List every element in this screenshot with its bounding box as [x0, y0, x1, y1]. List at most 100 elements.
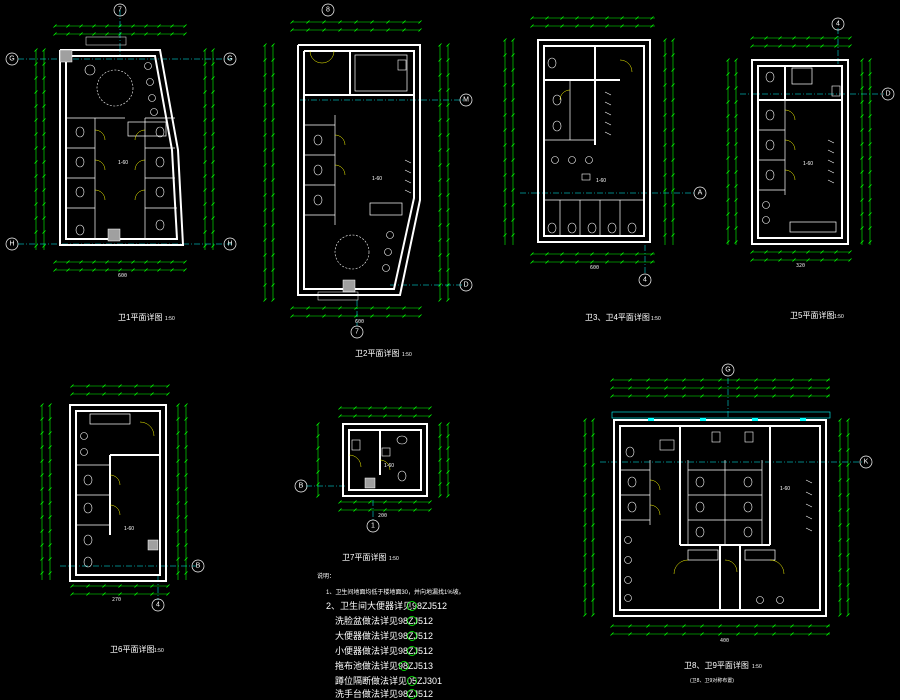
plan-toilet-5[interactable]: 1-60 320 4 D 卫5平面详图 1:50: [726, 17, 895, 320]
dimension-tick: [34, 216, 38, 220]
plan-toilet-7[interactable]: 1-60 200 1 B 卫7平面详图 1:50: [294, 406, 450, 563]
dimension-tick: [398, 406, 402, 410]
dimension-tick: [628, 394, 632, 398]
dimension-tick: [322, 28, 326, 32]
plan7-dimension-ticks: [610, 378, 830, 636]
plan2-room-label: 1-60: [372, 176, 382, 182]
dimension-tick: [42, 174, 46, 178]
dimension-tick: [42, 216, 46, 220]
plan7-top-band: [611, 411, 831, 419]
dimension-tick: [203, 188, 207, 192]
dimension-tick: [664, 632, 668, 636]
dimension-tick: [40, 501, 44, 505]
dimension-tick: [778, 258, 782, 262]
dimension-tick: [316, 470, 320, 474]
plan-toilet-2[interactable]: 1-60 600 8 7 M D 卫2平面详图 1:50: [263, 3, 473, 358]
dimension-tick: [144, 260, 148, 264]
dimension-tick: [860, 86, 864, 90]
dimension-tick: [134, 584, 138, 588]
dimension-tick: [834, 258, 838, 262]
dimension-tick: [446, 253, 450, 257]
plan3-scale: 1:50: [651, 316, 661, 322]
dimension-tick: [868, 198, 872, 202]
dimension-tick: [150, 584, 154, 588]
dimension-tick: [736, 378, 740, 382]
plan6-fixtures: [351, 435, 408, 482]
dimension-tick: [511, 113, 515, 117]
plan-toilet-3-4[interactable]: 1-60 600 4 A 卫3、卫4平面详图 1:50: [503, 16, 707, 323]
dimension-tick: [838, 613, 842, 617]
dimension-tick: [726, 170, 730, 174]
dimension-tick: [42, 104, 46, 108]
dimension-tick: [764, 258, 768, 262]
dimension-tick: [772, 394, 776, 398]
dimension-tick: [34, 90, 38, 94]
dimension-tick: [170, 32, 174, 36]
plan5-walls: [69, 404, 167, 582]
dimension-tick: [42, 188, 46, 192]
dimension-tick: [383, 508, 387, 512]
dimension-tick: [418, 314, 422, 318]
plan2-fixtures: [313, 59, 407, 272]
dimension-tick: [48, 543, 52, 547]
dimension-tick: [271, 178, 275, 182]
dimension-tick: [203, 160, 207, 164]
dimension-tick: [868, 170, 872, 174]
dimension-tick: [413, 508, 417, 512]
dimension-tick: [734, 184, 738, 188]
dimension-tick: [663, 128, 667, 132]
dimension-tick: [40, 543, 44, 547]
dimension-tick: [118, 384, 122, 388]
dimension-tick: [203, 76, 207, 80]
dimension-tick: [446, 482, 450, 486]
dimension-tick: [438, 223, 442, 227]
dimension-tick: [650, 260, 654, 264]
dimension-tick: [370, 20, 374, 24]
dimension-tick: [826, 624, 830, 628]
dimension-tick: [605, 252, 609, 256]
dimension-tick: [671, 53, 675, 57]
dimension-tick: [700, 632, 704, 636]
dimension-tick: [338, 406, 342, 410]
plan4-axis-right-bubble: [881, 87, 895, 101]
dimension-tick: [838, 478, 842, 482]
plan1-title: 卫1平面详图: [118, 312, 162, 322]
dimension-tick: [446, 148, 450, 152]
plan-toilet-8-9[interactable]: 1-60 400 G K 卫8、卫9平面详图 1:50 (卫8、卫9对称布置): [583, 363, 873, 684]
dimension-tick: [848, 44, 852, 48]
dimension-tick: [34, 230, 38, 234]
note-item-3: 洗脸盆做法详见98ZJ512: [335, 615, 433, 626]
dimension-tick: [413, 414, 417, 418]
plan2-axis-right-bottom: D: [463, 282, 468, 289]
dimension-tick: [663, 158, 667, 162]
dimension-tick: [838, 508, 842, 512]
dimension-tick: [184, 473, 188, 477]
dimension-tick: [170, 268, 174, 272]
plan-toilet-1[interactable]: 1-60 600 7 G G H H 卫1平面详图 1:50: [5, 3, 237, 322]
dimension-tick: [438, 446, 442, 450]
dimension-tick: [398, 414, 402, 418]
plan7-scale: 1:50: [752, 664, 762, 670]
dimension-tick: [446, 103, 450, 107]
dimension-tick: [79, 268, 83, 272]
dimension-tick: [131, 268, 135, 272]
dimension-tick: [166, 384, 170, 388]
dimension-tick: [316, 458, 320, 462]
dimension-tick: [764, 44, 768, 48]
plan3-width-dim: 600: [590, 265, 599, 271]
plan-toilet-6[interactable]: 1-60 270 4 B 卫6平面详图 1:50: [40, 384, 205, 655]
dimension-tick: [663, 173, 667, 177]
dimension-tick: [446, 238, 450, 242]
dimension-tick: [338, 306, 342, 310]
dimension-tick: [176, 417, 180, 421]
dimension-tick: [503, 38, 507, 42]
dimension-tick: [646, 378, 650, 382]
dimension-tick: [438, 482, 442, 486]
dimension-tick: [635, 252, 639, 256]
dimension-tick: [671, 128, 675, 132]
dimension-tick: [754, 394, 758, 398]
dimension-tick: [868, 128, 872, 132]
dimension-tick: [438, 73, 442, 77]
plan3-axis-right-bubble: [693, 186, 707, 200]
dimension-tick: [790, 624, 794, 628]
